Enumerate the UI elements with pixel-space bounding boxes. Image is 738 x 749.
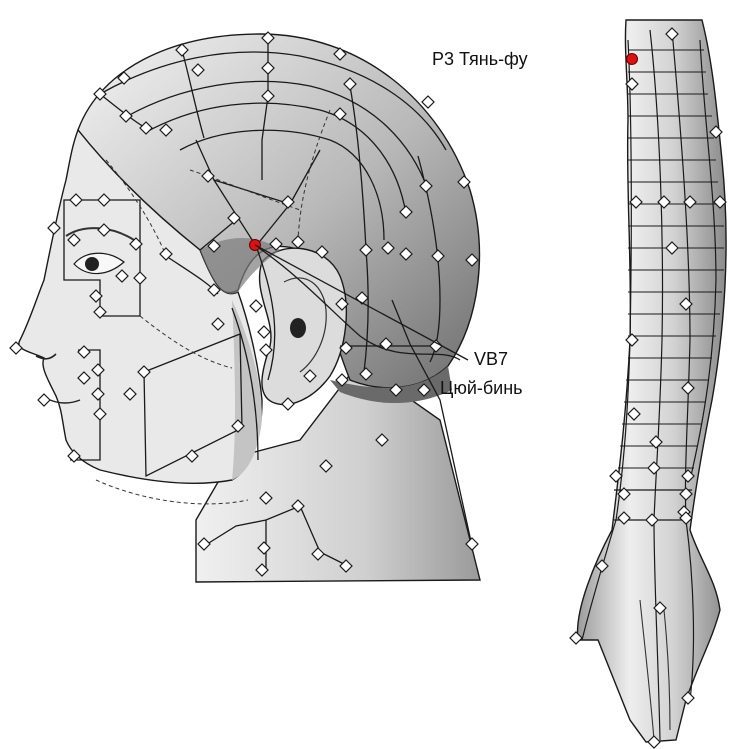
arm-illustration — [578, 20, 727, 742]
label-vb7: VB7 — [474, 349, 508, 369]
arm — [578, 20, 727, 742]
highlight-point-p3 — [627, 54, 638, 65]
head-illustration — [19, 34, 480, 582]
label-qu-bin: Цюй-бинь — [440, 378, 523, 398]
label-p3-tian-fu: P3 Тянь-фу — [432, 49, 528, 69]
